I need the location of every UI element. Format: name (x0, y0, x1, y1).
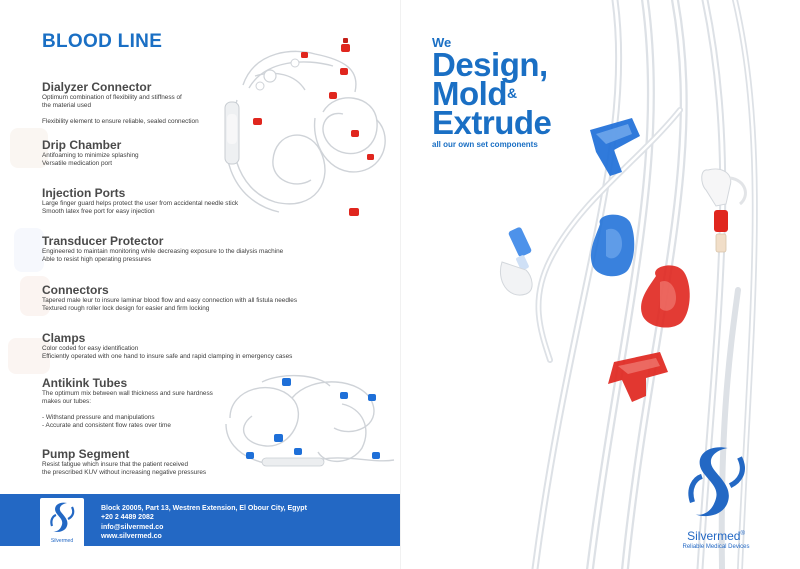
brand-name: Silvermed (687, 529, 741, 543)
section-text: the prescribed KUV without increasing ne… (42, 469, 207, 477)
hero-mold-line: Mold& (432, 77, 612, 110)
section-heading: Dialyzer Connector (42, 80, 152, 94)
background-ghost-shape (14, 228, 44, 272)
section-connectors: Connectors Tapered male leur to insure l… (42, 283, 342, 314)
section-heading: Pump Segment (42, 447, 130, 461)
brand-name-line: Silvermed® (656, 528, 776, 543)
footer-logo-text: Silvermed (50, 538, 74, 544)
section-heading: Antikink Tubes (42, 376, 128, 390)
hero-ampersand: & (506, 85, 517, 101)
hero-headline: We Design, Mold& Extrude all our own set… (432, 36, 612, 151)
section-text: Textured rough roller lock design for ea… (42, 305, 210, 313)
section-text: the material used (42, 102, 92, 110)
section-text: Versatile medication port (42, 160, 112, 168)
section-pump-segment: Pump Segment Resist fatigue which insure… (42, 447, 342, 478)
hero-design: Design, (432, 46, 548, 83)
section-dialyzer-connector: Dialyzer Connector Optimum combination o… (42, 80, 342, 126)
section-text: Engineered to maintain monitoring while … (42, 248, 284, 255)
section-heading: Connectors (42, 283, 109, 297)
section-text: Large finger guard helps protect the use… (42, 200, 239, 207)
background-ghost-shape (20, 276, 50, 316)
section-transducer-protector: Transducer Protector Engineered to maint… (42, 234, 342, 265)
section-heading: Transducer Protector (42, 234, 164, 248)
website-text: www.silvermed.co (101, 533, 162, 541)
tubing-with-clamps-image (500, 0, 758, 569)
section-text: Flexibility element to ensure reliable, … (42, 117, 199, 125)
blood-line-set-image (224, 38, 386, 216)
section-text: Efficiently operated with one hand to in… (42, 353, 293, 361)
background-ghost-shape (10, 128, 48, 168)
brand-tagline: Reliable Medical Devices (682, 544, 750, 550)
section-heading: Injection Ports (42, 186, 126, 200)
section-text: - Withstand pressure and manipulations (42, 413, 155, 421)
silvermed-logo-icon (50, 502, 75, 532)
silvermed-logo-icon (688, 447, 745, 517)
hero-extrude: Extrude (432, 104, 552, 141)
left-panel: BLOOD LINE Dialyzer Connector Optimum co… (0, 31, 400, 548)
section-text: makes our tubes: (42, 398, 92, 406)
section-drip-chamber: Drip Chamber Antifoaming to minimize spl… (42, 138, 342, 169)
section-text: - Accurate and consistent flow rates ove… (42, 422, 171, 430)
phone-text: +20 2 4489 2082 (101, 514, 154, 522)
section-heading: Drip Chamber (42, 138, 122, 152)
email-text: info@silvermed.co (101, 523, 164, 531)
section-antikink-tubes: Antikink Tubes The optimum mix between w… (42, 376, 342, 431)
page-title: BLOOD LINE (42, 31, 163, 52)
section-injection-ports: Injection Ports Large finger guard helps… (42, 186, 342, 217)
brand-logo: Silvermed® Reliable Medical Devices (656, 441, 776, 551)
hero-we: We (432, 35, 452, 50)
section-text: Resist fatigue which insure that the pat… (42, 461, 189, 468)
address-text: Block 20005, Part 13, Westren Extension,… (101, 505, 307, 512)
section-text: Antifoaming to minimize splashing (42, 152, 139, 159)
contact-details: Block 20005, Part 13, Westren Extension,… (101, 504, 391, 542)
footer-logo-badge (40, 498, 84, 548)
section-text: Able to resist high operating pressures (42, 256, 152, 264)
section-text: Tapered male leur to insure laminar bloo… (42, 297, 298, 304)
section-text: Optimum combination of flexibility and s… (42, 94, 182, 101)
right-panel: We Design, Mold& Extrude all our own set… (400, 0, 800, 569)
section-text: Smooth latex free port for easy injectio… (42, 208, 155, 216)
section-text: The optimum mix between wall thickness a… (42, 390, 213, 397)
section-text: Color coded for easy identification (42, 345, 139, 352)
section-clamps: Clamps Color coded for easy identificati… (42, 331, 342, 362)
hero-mold: Mold (432, 75, 507, 112)
background-ghost-shape (8, 338, 50, 374)
hero-subtitle: all our own set components (432, 140, 538, 149)
registered-mark: ® (740, 531, 745, 537)
page-fold-divider (400, 0, 401, 569)
section-heading: Clamps (42, 331, 86, 345)
pump-segment-set-image (225, 374, 395, 467)
